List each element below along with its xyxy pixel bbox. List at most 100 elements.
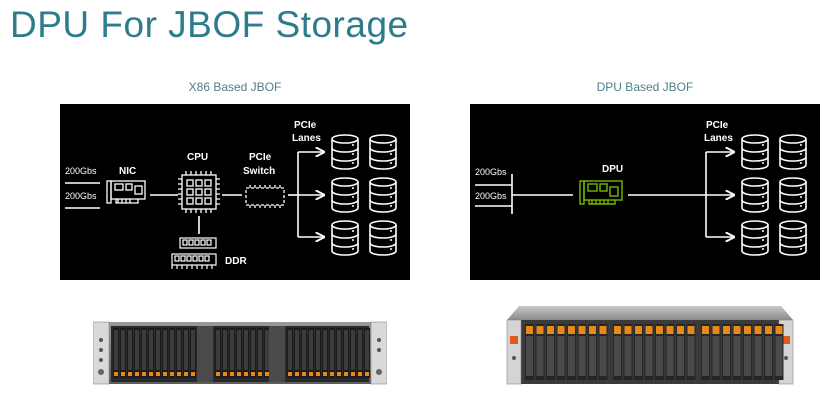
drive-tray-latch [754,326,762,334]
left-lanes-label-line1: PCIe [294,120,317,131]
drive-bay-led [177,372,181,376]
left-drive-array [331,134,397,256]
drive-bay-led [230,372,234,376]
drive-bay-grille [645,336,653,376]
drive-bay-grille [557,336,565,376]
drive-bay-led [128,372,132,376]
drive-bay-grille [244,330,248,370]
dpu-card-icon [579,180,623,205]
drive-bay-led [156,372,160,376]
right-lanes-label-line1: PCIe [706,120,729,131]
switch-label-line2: Switch [243,166,275,177]
pcie-switch-chip-icon [245,185,285,208]
drive-bay-grille [128,330,132,370]
drive-tray-latch [635,326,642,334]
drive-tray-latch [687,326,695,334]
right-link-top-label: 200Gbs [475,167,507,177]
drive-tray-latch [702,326,709,334]
drive-bay-led [358,372,362,376]
right-pcie-lanes-arrows [705,152,734,237]
drive-bay-grille [754,336,762,376]
drive-bay-grille [712,336,720,376]
drive-bay-led [216,372,220,376]
drive-tray-latch [624,326,632,334]
drive-bay-led [351,372,355,376]
drive-bay-grille [656,336,663,376]
network-card-icon [106,180,146,204]
drive-bay-grille [230,330,234,370]
drive-tray-latch [547,326,554,334]
drive-tray-latch [775,326,783,334]
drive-bay-led [330,372,334,376]
database-disk-icon [779,177,807,213]
dpu-jbof-heading: DPU Based JBOF [596,80,694,94]
dpu-diagram-svg: 200Gbs 200Gbs DPU PCIe Lanes [475,120,807,256]
drive-bay-grille [568,336,575,376]
database-disk-icon [779,134,807,170]
drive-bay-grille [599,336,607,376]
database-disk-icon [331,220,359,256]
drive-bay-grille [191,330,195,370]
left-link-bottom-label: 200Gbs [65,191,97,201]
drive-tray-latch [589,326,596,334]
drive-tray-latch [568,326,575,334]
drive-bay-led [288,372,292,376]
drive-bay-grille [216,330,220,370]
drive-bay-grille [666,336,674,376]
x86-jbof-server-image [93,318,387,386]
drive-bay-led [265,372,269,376]
dpu-jbof-server-image [503,306,797,386]
drive-tray-latch [645,326,653,334]
right-link-bottom-label: 200Gbs [475,191,507,201]
drive-bay-led [258,372,262,376]
drive-bay-grille [589,336,596,376]
drive-bays-right-group [525,324,784,380]
drive-bay-grille [223,330,227,370]
drive-bay-grille [302,330,306,370]
drive-tray-latch [733,326,741,334]
drive-bay-grille [288,330,292,370]
ddr-label: DDR [225,256,247,267]
x86-jbof-diagram: 200Gbs 200Gbs NIC CPU [60,104,410,280]
dpu-jbof-diagram: 200Gbs 200Gbs DPU PCIe Lanes [470,104,820,280]
drive-bay-led [316,372,320,376]
drive-bay-grille [578,336,586,376]
left-lanes-label-line2: Lanes [292,133,321,144]
database-disk-icon [369,134,397,170]
drive-bay-grille [775,336,783,376]
drive-bay-grille [149,330,153,370]
database-disk-icon [331,177,359,213]
switch-label-line1: PCIe [249,152,272,163]
right-link-lines [475,174,573,214]
nic-label: NIC [119,166,136,177]
drive-tray-latch [536,326,544,334]
drive-bay-led [295,372,299,376]
drive-bay-grille [251,330,255,370]
drive-bay-grille [170,330,174,370]
drive-bay-grille [258,330,262,370]
drive-bay-led [244,372,248,376]
drive-bay-led [121,372,125,376]
drive-bay-grille [614,336,621,376]
drive-bay-grille [744,336,751,376]
drive-bay-grille [184,330,188,370]
drive-bay-grille [702,336,709,376]
drive-bay-grille [536,336,544,376]
drive-bay-led [237,372,241,376]
drive-bay-led [135,372,139,376]
drive-bay-led [223,372,227,376]
drive-bay-grille [624,336,632,376]
drive-tray-latch [723,326,730,334]
drive-bay-grille [635,336,642,376]
database-disk-icon [369,177,397,213]
drive-bay-grille [358,330,362,370]
drive-bay-grille [723,336,730,376]
database-disk-icon [741,134,769,170]
drive-tray-latch [557,326,565,334]
drive-bay-grille [142,330,146,370]
drive-bay-grille [365,330,369,370]
drive-bay-grille [526,336,533,376]
drive-bay-grille [177,330,181,370]
drive-bay-grille [351,330,355,370]
drive-bay-led [163,372,167,376]
